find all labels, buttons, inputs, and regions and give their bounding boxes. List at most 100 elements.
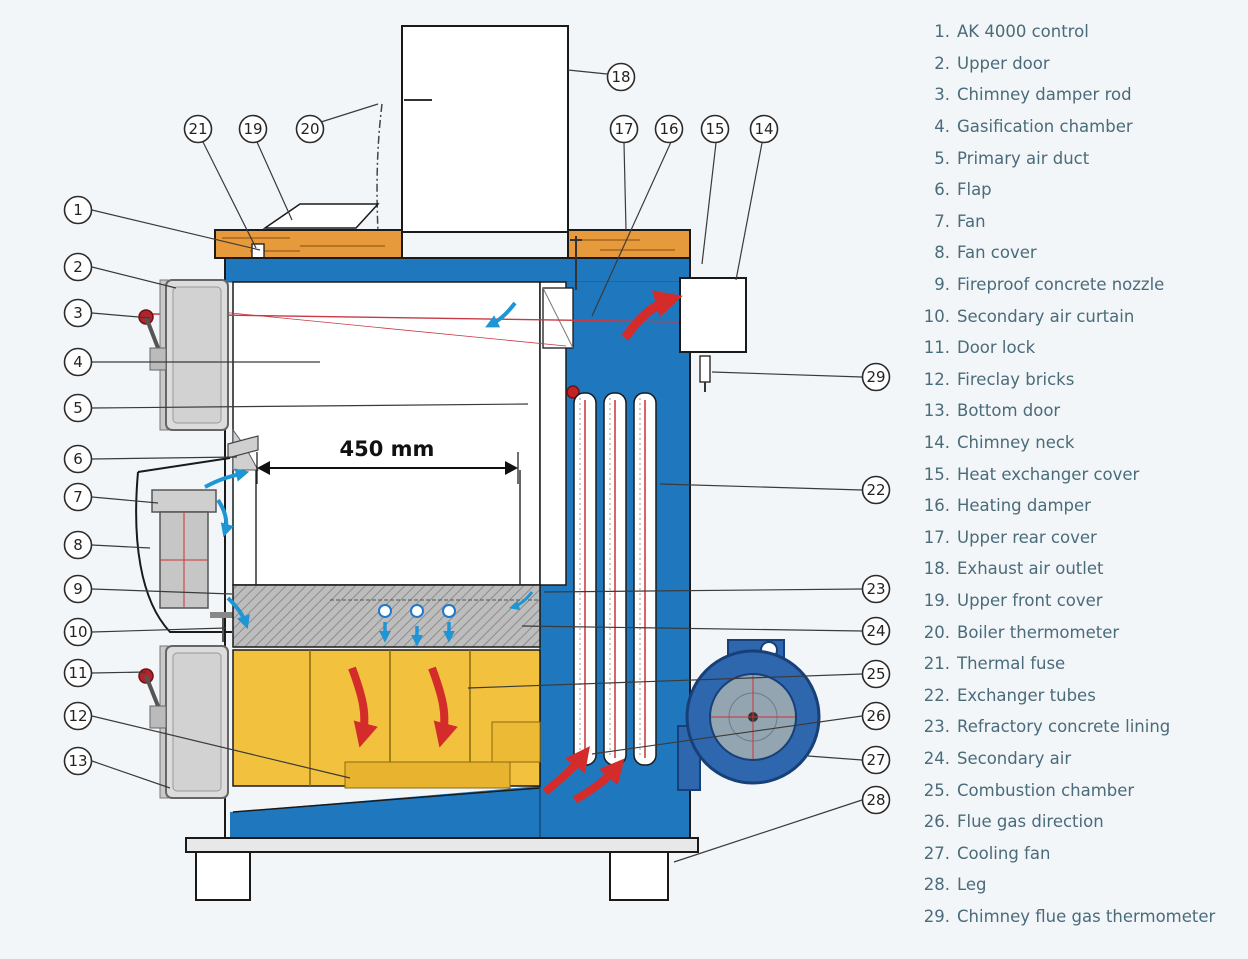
svg-text:12: 12 bbox=[68, 707, 87, 725]
svg-text:6: 6 bbox=[73, 450, 83, 468]
callout-27: 27 bbox=[861, 745, 891, 775]
legend-item-number: 29. bbox=[923, 906, 950, 926]
heating-damper bbox=[542, 236, 582, 399]
legend-item: 10. Secondary air curtain bbox=[912, 300, 1215, 332]
legend-item-label: Cooling fan bbox=[957, 843, 1051, 863]
legend-item-number: 24. bbox=[923, 748, 950, 768]
svg-text:25: 25 bbox=[866, 665, 885, 683]
legend-item-label: Upper front cover bbox=[957, 590, 1103, 610]
legend-item-number: 4. bbox=[934, 117, 950, 137]
fireproof-concrete-nozzle bbox=[232, 584, 541, 648]
legend-item-label: Upper door bbox=[957, 53, 1050, 73]
legend-item: 29. Chimney flue gas thermometer bbox=[912, 901, 1216, 933]
legend-item: 13. Bottom door bbox=[912, 395, 1215, 427]
legend-item-number: 15. bbox=[923, 464, 950, 484]
legend-item: 7.Fan bbox=[912, 206, 1215, 238]
svg-text:1: 1 bbox=[73, 201, 83, 219]
leg bbox=[609, 851, 669, 901]
callout-13: 13 bbox=[63, 746, 93, 776]
legend-item: 24.Secondary air bbox=[912, 743, 1215, 775]
flap bbox=[227, 435, 259, 459]
svg-text:4: 4 bbox=[73, 353, 83, 371]
legend-item-label: AK 4000 control bbox=[957, 22, 1089, 42]
callout-19: 19 bbox=[238, 114, 268, 144]
svg-text:2: 2 bbox=[73, 258, 83, 276]
legend-item-number: 14. bbox=[923, 433, 950, 453]
callout-2: 2 bbox=[63, 252, 93, 282]
callout-9: 9 bbox=[63, 574, 93, 604]
svg-text:24: 24 bbox=[866, 622, 885, 640]
legend-item: 1. AK 4000 control bbox=[912, 16, 1215, 48]
callout-16: 16 bbox=[654, 114, 684, 144]
legend-item-number: 18. bbox=[923, 559, 950, 579]
callout-7: 7 bbox=[63, 482, 93, 512]
svg-text:26: 26 bbox=[866, 707, 885, 725]
legend-item: 11.Door lock bbox=[912, 332, 1215, 364]
base-and-legs bbox=[185, 837, 699, 901]
svg-text:19: 19 bbox=[243, 120, 262, 138]
legend-item-number: 27. bbox=[923, 843, 950, 863]
legend-item-number: 3. bbox=[934, 85, 950, 105]
legend-item-number: 17. bbox=[923, 527, 950, 547]
legend-item: 2.Upper door bbox=[912, 48, 1215, 80]
legend-item: 23.Refractory concrete lining bbox=[912, 711, 1215, 743]
legend-item-label: Exchanger tubes bbox=[957, 685, 1096, 705]
legend-item-number: 26. bbox=[923, 812, 950, 832]
legend-item-number: 7. bbox=[934, 211, 950, 231]
legend-item: 22. Exchanger tubes bbox=[912, 679, 1215, 711]
legend-item-label: Heating damper bbox=[957, 496, 1091, 516]
legend-item-label: Flue gas direction bbox=[957, 812, 1104, 832]
callout-4: 4 bbox=[63, 347, 93, 377]
dimension-label: 450 mm bbox=[340, 437, 435, 461]
callout-25: 25 bbox=[861, 659, 891, 689]
legend-item: 18.Exhaust air outlet bbox=[912, 553, 1215, 585]
legend-item-label: Chimney flue gas thermometer bbox=[957, 906, 1216, 926]
parts-legend: 1. AK 4000 control 2.Upper door 3. Chimney… bbox=[912, 16, 1216, 933]
exchanger-tubes bbox=[573, 392, 657, 766]
legend-item-number: 22. bbox=[923, 685, 950, 705]
thermal-fuse bbox=[251, 243, 265, 259]
legend-item-number: 21. bbox=[923, 654, 950, 674]
legend-item-number: 13. bbox=[923, 401, 950, 421]
gasification-chamber bbox=[232, 281, 541, 586]
secondary-air-curtain bbox=[210, 612, 236, 642]
callout-15: 15 bbox=[700, 114, 730, 144]
legend-item-label: Boiler thermometer bbox=[957, 622, 1120, 642]
legend-item: 12.Fireclay bricks bbox=[912, 364, 1215, 396]
legend-item: 8.Fan cover bbox=[912, 237, 1215, 269]
svg-text:16: 16 bbox=[659, 120, 678, 138]
bottom-door bbox=[138, 645, 229, 799]
legend-item: 15.Heat exchanger cover bbox=[912, 458, 1215, 490]
callout-12: 12 bbox=[63, 701, 93, 731]
callout-5: 5 bbox=[63, 393, 93, 423]
legend-item-number: 9. bbox=[934, 275, 950, 295]
legend-item-label: Secondary air curtain bbox=[957, 306, 1135, 326]
svg-text:17: 17 bbox=[614, 120, 633, 138]
legend-item: 25.Combustion chamber bbox=[912, 774, 1215, 806]
legend-item-label: Fan cover bbox=[957, 243, 1037, 263]
boiler-diagram: 450 mm bbox=[63, 25, 891, 901]
svg-text:7: 7 bbox=[73, 488, 83, 506]
svg-text:8: 8 bbox=[73, 536, 83, 554]
legend-item-label: Door lock bbox=[957, 338, 1036, 358]
chimney-damper-rod bbox=[151, 307, 689, 347]
callout-24: 24 bbox=[861, 616, 891, 646]
upper-door bbox=[138, 279, 229, 431]
legend-item-number: 5. bbox=[934, 148, 950, 168]
svg-text:29: 29 bbox=[866, 368, 885, 386]
legend-item-number: 10. bbox=[923, 306, 950, 326]
svg-text:20: 20 bbox=[300, 120, 319, 138]
svg-text:11: 11 bbox=[68, 664, 87, 682]
legend-item-label: Bottom door bbox=[957, 401, 1061, 421]
legend-item-number: 1. bbox=[934, 22, 950, 42]
legend-item: 17.Upper rear cover bbox=[912, 522, 1215, 554]
svg-text:23: 23 bbox=[866, 580, 885, 598]
callout-14: 14 bbox=[749, 114, 779, 144]
svg-text:10: 10 bbox=[68, 623, 87, 641]
air-flow-arrows bbox=[204, 301, 534, 647]
legend-item: 16.Heating damper bbox=[912, 490, 1215, 522]
legend-item: 28.Leg bbox=[912, 869, 1215, 901]
legend-item-label: Primary air duct bbox=[957, 148, 1090, 168]
legend-item-number: 12. bbox=[923, 369, 950, 389]
